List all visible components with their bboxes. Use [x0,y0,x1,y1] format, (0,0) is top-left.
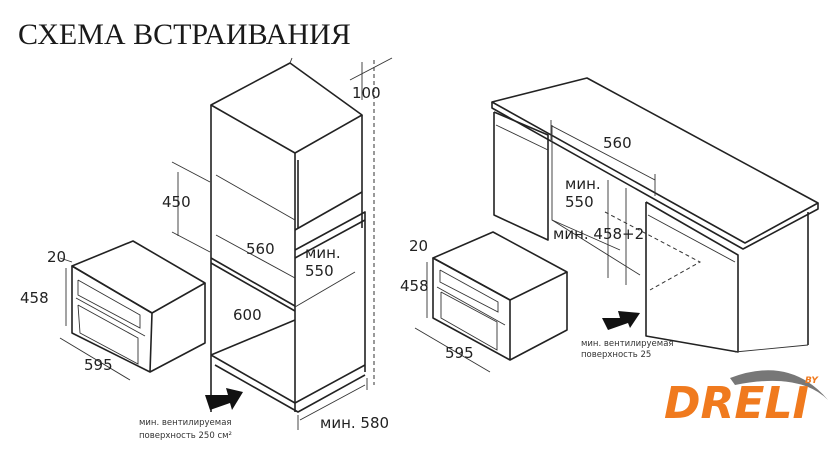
left-oven-depth: 20 [47,248,66,266]
right-vent-note-line1: мин. вентилируемая [581,339,674,349]
logo-by: BY [805,376,819,386]
right-dim-opening: мин. 458+2 [553,225,644,243]
dim-560: 560 [246,240,275,258]
left-vent-note-line1: мин. вентилируемая [139,418,232,428]
dim-min-label: мин. [305,244,341,262]
right-dim-550: 550 [565,193,594,211]
right-oven-width: 595 [445,344,474,362]
dim-min-580: мин. 580 [320,414,389,432]
left-dimensions: 100 450 560 мин. 550 600 мин. 580 [162,57,393,432]
page-title: СХЕМА ВСТРАИВАНИЯ [18,18,351,51]
left-oven: 20 458 595 [20,240,206,381]
right-oven-height: 458 [400,277,429,295]
logo-swoosh-icon [730,370,828,400]
right-dimensions: 560 мин. 550 мин. 458+2 [550,120,656,243]
base-cabinet [491,77,819,353]
dim-600: 600 [233,306,262,324]
dim-450: 450 [162,193,191,211]
right-dim-min-label: мин. [565,175,601,193]
left-vent-arrow-icon [205,388,243,410]
left-oven-height: 458 [20,289,49,307]
right-dim-560: 560 [603,134,632,152]
dim-100: 100 [352,84,381,102]
right-vent-note-line2: поверхность 25 [581,350,651,360]
logo-text: DRELI [664,378,809,429]
dreli-logo: DRELI BY [664,370,828,429]
right-vent-arrow-icon [602,311,640,330]
tall-cabinet [210,57,366,413]
right-oven-depth: 20 [409,237,428,255]
left-vent-note-line2: поверхность 250 см² [139,431,232,441]
left-oven-width: 595 [84,356,113,374]
dim-550: 550 [305,262,334,280]
right-oven: 20 458 595 [400,231,568,373]
